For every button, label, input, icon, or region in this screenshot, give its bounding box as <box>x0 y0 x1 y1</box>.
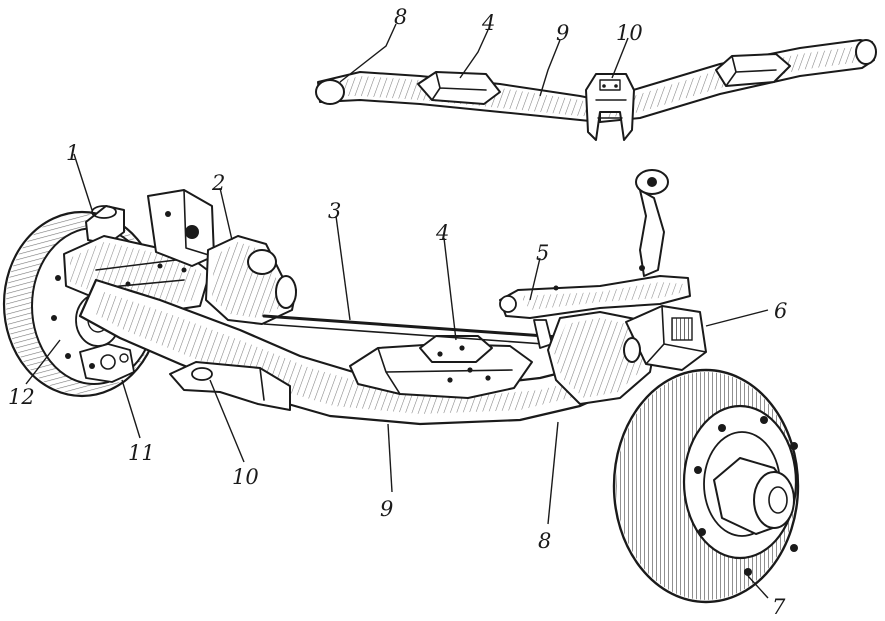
callout-1: 1 <box>66 141 79 165</box>
callout-4: 4 <box>435 221 449 245</box>
callout-5: 5 <box>536 241 549 265</box>
inset-beam <box>315 39 877 141</box>
leader-lines <box>25 23 769 599</box>
callout-2: 2 <box>211 171 225 195</box>
main-axle-beam <box>78 278 642 426</box>
callout-11: 11 <box>128 441 155 465</box>
callout-9: 9 <box>380 497 393 521</box>
callout-4-inset: 4 <box>481 11 495 35</box>
callout-8-inset: 8 <box>394 5 407 29</box>
callout-12: 12 <box>8 385 35 409</box>
shock-absorber <box>205 235 297 325</box>
callout-6: 6 <box>774 299 787 323</box>
callout-10-inset: 10 <box>616 21 643 45</box>
callout-labels: 8 4 9 10 1 2 3 4 5 6 7 8 9 10 11 12 <box>8 5 787 619</box>
steering-arm <box>499 169 691 349</box>
callout-3: 3 <box>328 199 341 223</box>
callout-8: 8 <box>538 529 551 553</box>
right-wheel-drum <box>612 368 800 604</box>
callout-9-inset: 9 <box>556 21 569 45</box>
right-knuckle-assembly <box>547 305 707 405</box>
callout-10: 10 <box>232 465 259 489</box>
callout-7: 7 <box>772 595 786 619</box>
